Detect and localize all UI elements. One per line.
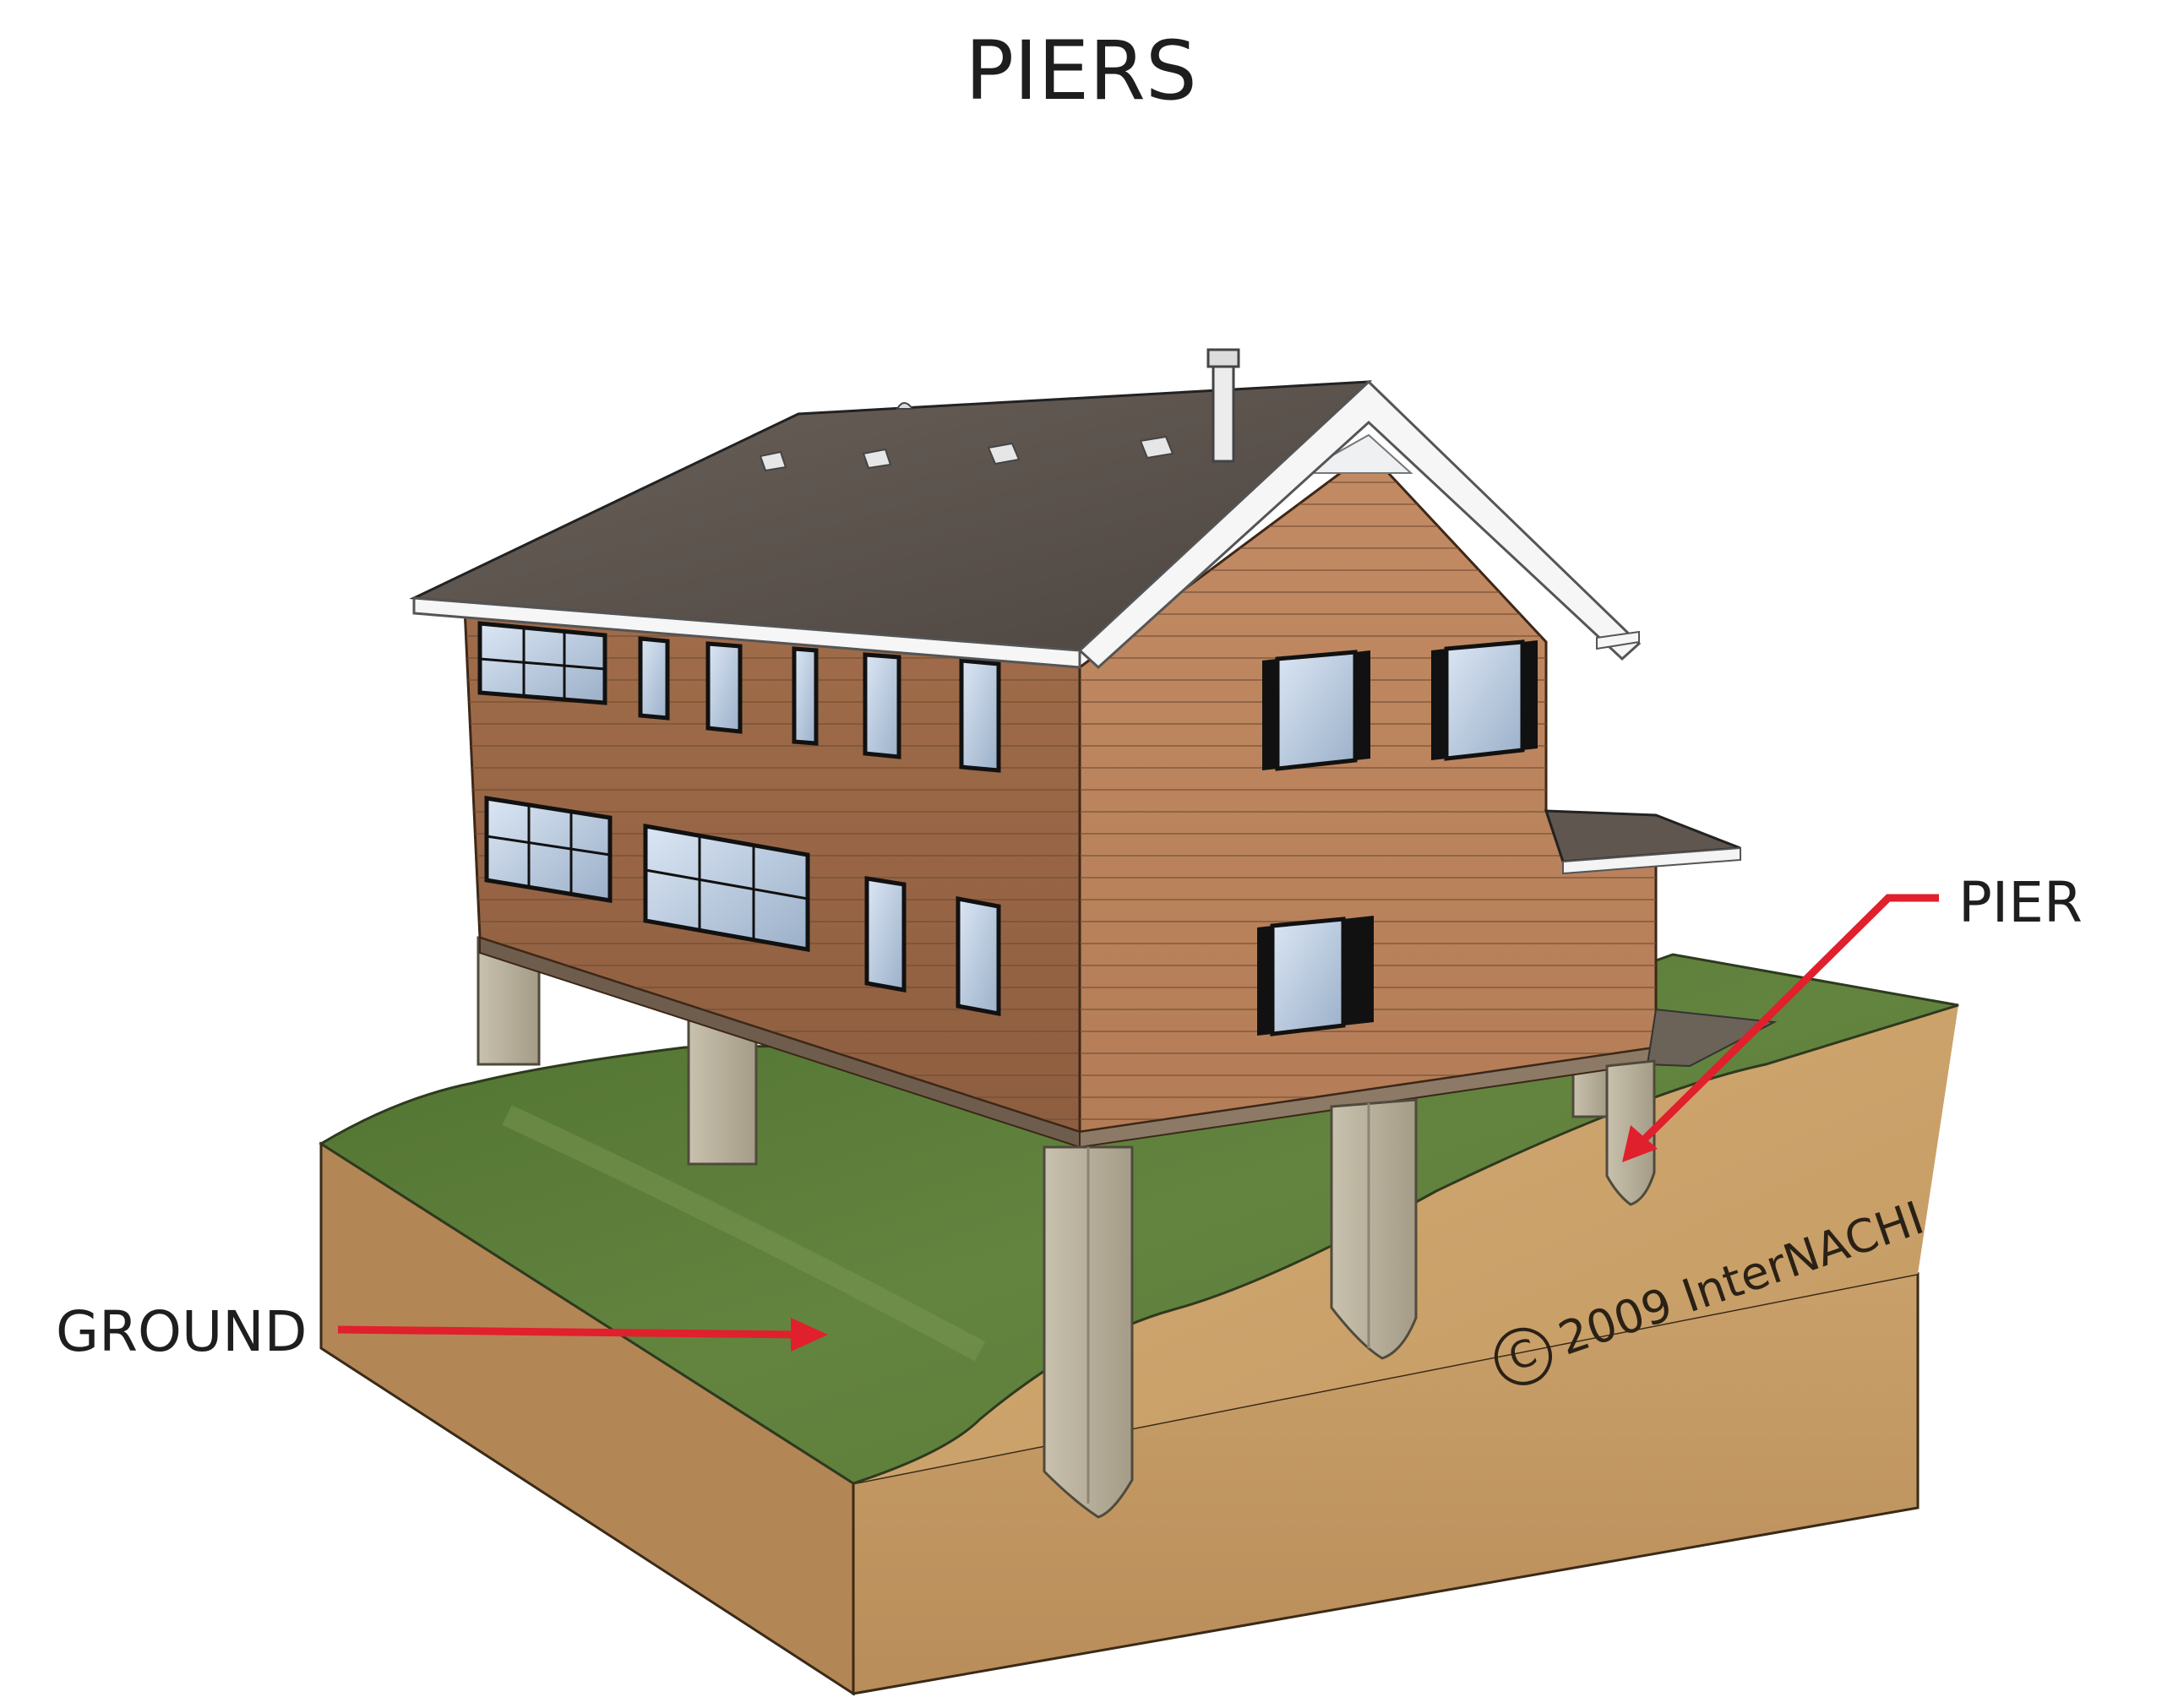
main-roof bbox=[409, 348, 1642, 670]
gable-windows bbox=[1257, 639, 1538, 1036]
pier-arrow bbox=[1622, 894, 1939, 1162]
ground-label: GROUND bbox=[56, 1299, 308, 1364]
pier-label: PIER bbox=[1958, 870, 2083, 935]
porch-roof bbox=[1544, 809, 1741, 875]
diagram-title: PIERS bbox=[965, 24, 1197, 118]
ground-arrow bbox=[337, 1318, 828, 1352]
left-wall-windows bbox=[477, 621, 1001, 1017]
floor-band bbox=[479, 936, 1778, 1149]
house-gable-wall bbox=[1078, 433, 1658, 1134]
